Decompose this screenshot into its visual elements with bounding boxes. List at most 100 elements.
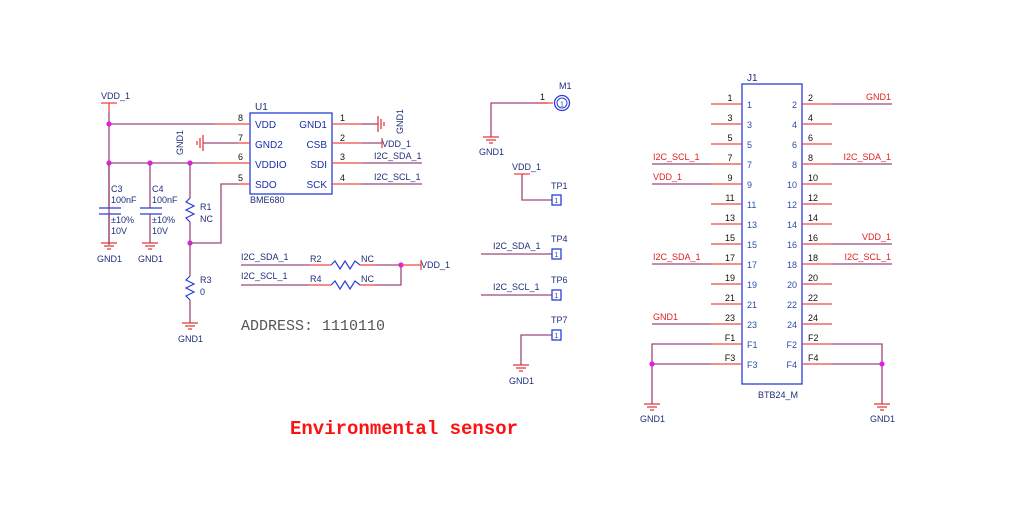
j1-pin-number: 2 bbox=[808, 93, 813, 103]
j1-pin-label: F4 bbox=[786, 360, 797, 370]
pin-number: 8 bbox=[238, 113, 243, 123]
j1-pin-number: 8 bbox=[808, 153, 813, 163]
j1-pin-number: 18 bbox=[808, 253, 818, 263]
u1-ref: U1 bbox=[255, 102, 268, 113]
tp6-ref: TP6 bbox=[551, 275, 568, 285]
j1-pin-label: F1 bbox=[747, 340, 758, 350]
u1-csb-vdd: VDD_1 bbox=[362, 138, 411, 149]
j1-pin-number: 9 bbox=[727, 173, 732, 183]
j1-net-label: I2C_SCL_1 bbox=[844, 252, 891, 262]
j1-net-label: VDD_1 bbox=[653, 172, 682, 182]
capacitor-c3: C3 100nF ±10% 10V GND1 bbox=[97, 163, 137, 264]
gnd-label: GND1 bbox=[509, 376, 534, 386]
testpoint-tp1[interactable]: VDD_1 TP1 1 bbox=[512, 162, 568, 206]
j1-pin-label: F2 bbox=[786, 340, 797, 350]
ground-icon bbox=[512, 364, 530, 372]
j1-pin-label: 2 bbox=[792, 100, 797, 110]
j1-pin-label: 10 bbox=[787, 180, 797, 190]
c3-ref: C3 bbox=[111, 184, 123, 194]
c3-value: 100nF bbox=[111, 195, 137, 205]
pin-name: GND1 bbox=[299, 120, 327, 131]
ground-icon bbox=[181, 322, 199, 330]
j1-pin-label: 23 bbox=[747, 320, 757, 330]
r2-value: NC bbox=[361, 254, 374, 264]
j1-pin-number: 4 bbox=[808, 113, 813, 123]
vdd-label: VDD_1 bbox=[101, 91, 130, 101]
ground-icon bbox=[873, 403, 891, 411]
testpoint-tp4[interactable]: I2C_SDA_1 TP4 1 bbox=[481, 234, 568, 260]
pin-number: 7 bbox=[238, 133, 243, 143]
mounting-hole-m1[interactable]: M1 1 1 GND1 bbox=[479, 81, 572, 157]
j1-pin-label: 18 bbox=[787, 260, 797, 270]
connector-j1[interactable]: J1 BTB24_M 11335577I2C_SCL_199VDD_111111… bbox=[652, 73, 892, 400]
testpoint-tp6[interactable]: I2C_SCL_1 TP6 1 bbox=[481, 275, 568, 301]
j1-pin-number: F1 bbox=[725, 333, 736, 343]
j1-pin-number: 10 bbox=[808, 173, 818, 183]
ground-icon bbox=[482, 136, 500, 144]
u1-part: BME680 bbox=[250, 195, 285, 205]
j1-pin-number: 13 bbox=[725, 213, 735, 223]
j1-pin-label: 7 bbox=[747, 160, 752, 170]
tp-glyph: 1 bbox=[555, 252, 559, 259]
tp-glyph: 1 bbox=[555, 198, 559, 205]
ic-u1[interactable]: U1 BME680 8 7 6 5 VDD GND2 VDDIO SDO 1 2… bbox=[215, 102, 362, 205]
pin-name: SDI bbox=[310, 160, 327, 171]
sda-net-label: I2C_SDA_1 bbox=[493, 241, 541, 251]
c4-tolerance: ±10% bbox=[152, 215, 175, 225]
resistor-r2: I2C_SDA_1 R2 NC bbox=[241, 252, 401, 271]
resistor-r4: I2C_SCL_1 R4 NC bbox=[241, 265, 402, 291]
r1-ref: R1 bbox=[200, 202, 212, 212]
j1-pin-number: 3 bbox=[727, 113, 732, 123]
j1-pin-number: F2 bbox=[808, 333, 819, 343]
pin-number: 6 bbox=[238, 152, 243, 162]
gnd-label: GND1 bbox=[395, 109, 405, 134]
j1-pin-label: 4 bbox=[792, 120, 797, 130]
r3-ref: R3 bbox=[200, 275, 212, 285]
j1-shield-right-ground: GND1 bbox=[832, 343, 895, 424]
testpoint-tp7[interactable]: TP7 1 GND1 bbox=[509, 315, 568, 386]
tp-glyph: 1 bbox=[555, 333, 559, 340]
ground-icon bbox=[643, 403, 661, 411]
mount-hole-icon bbox=[553, 94, 571, 112]
j1-pin-label: 5 bbox=[747, 140, 752, 150]
testpoint-icon bbox=[551, 289, 562, 301]
sda-net-label: I2C_SDA_1 bbox=[241, 252, 289, 262]
pin-name: GND2 bbox=[255, 140, 283, 151]
c4-value: 100nF bbox=[152, 195, 178, 205]
junction-dot bbox=[879, 361, 885, 367]
j1-pin-number: 11 bbox=[725, 193, 734, 203]
j1-pin-number: F3 bbox=[725, 353, 736, 363]
c4-ref: C4 bbox=[152, 184, 164, 194]
u1-gnd1-ground: GND1 bbox=[362, 109, 405, 134]
gnd-label: GND1 bbox=[178, 334, 203, 344]
capacitor-c4: C4 100nF ±10% 10V GND1 bbox=[138, 163, 178, 264]
gnd-label: GND1 bbox=[479, 147, 504, 157]
j1-pin-label: 9 bbox=[747, 180, 752, 190]
j1-pin-number: F4 bbox=[808, 353, 819, 363]
gnd2-ground: GND1 bbox=[175, 130, 238, 155]
pin-name: SDO bbox=[255, 180, 277, 191]
r3-value: 0 bbox=[200, 287, 205, 297]
pin-number: 5 bbox=[238, 173, 243, 183]
j1-ref: J1 bbox=[747, 73, 758, 84]
tp7-ref: TP7 bbox=[551, 315, 568, 325]
j1-pin-label: 15 bbox=[747, 240, 757, 250]
sda-net-label: I2C_SDA_1 bbox=[374, 151, 422, 161]
pin-number: 4 bbox=[340, 173, 345, 183]
m1-ref: M1 bbox=[559, 81, 572, 91]
j1-pin-number: 24 bbox=[808, 313, 818, 323]
tp-glyph: 1 bbox=[555, 293, 559, 300]
pin-name: VDDIO bbox=[255, 160, 287, 171]
pin-name: VDD bbox=[255, 120, 276, 131]
ground-icon bbox=[141, 242, 159, 250]
address-note: ADDRESS: 1110110 bbox=[241, 318, 385, 335]
pin-number: 2 bbox=[340, 133, 345, 143]
j1-net-label: I2C_SDA_1 bbox=[653, 252, 701, 262]
j1-shield-left-ground: GND1 bbox=[640, 343, 711, 424]
j1-pin-label: 12 bbox=[787, 200, 797, 210]
j1-pin-label: F3 bbox=[747, 360, 758, 370]
scl-net-label: I2C_SCL_1 bbox=[493, 282, 540, 292]
junction-dot bbox=[649, 361, 655, 367]
j1-pin-number: 16 bbox=[808, 233, 818, 243]
j1-pin-number: 1 bbox=[727, 93, 732, 103]
